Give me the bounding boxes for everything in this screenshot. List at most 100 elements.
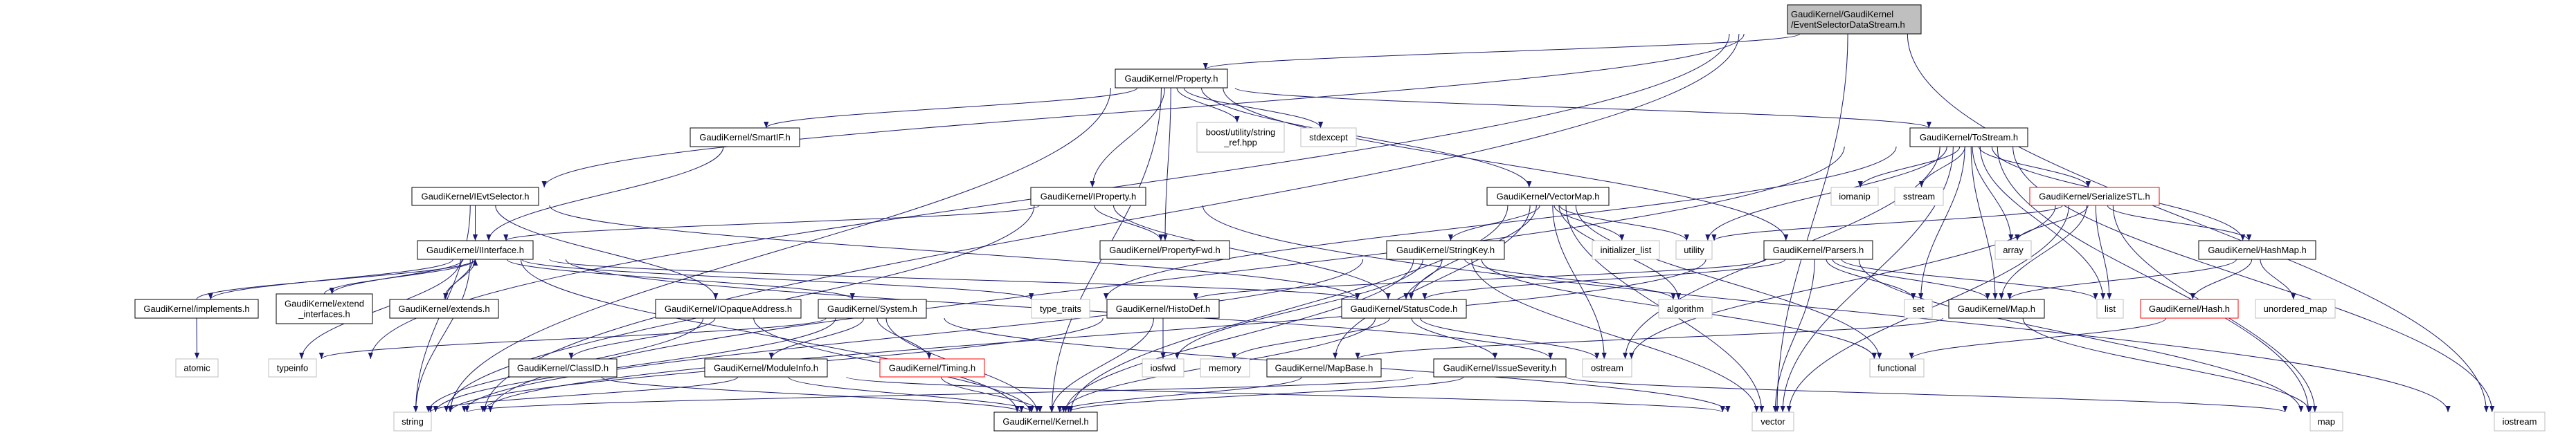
- node-label: algorithm: [1667, 304, 1704, 314]
- edge-stringkey-to-kernel: [1063, 259, 1414, 413]
- edge-parsers-to-set: [1826, 259, 1916, 300]
- node-statuscode[interactable]: GaudiKernel/StatusCode.h: [1341, 299, 1467, 319]
- edge-iinterface-to-statuscode: [549, 259, 1360, 300]
- node-parsers[interactable]: GaudiKernel/Parsers.h: [1763, 240, 1873, 260]
- node-label: type_traits: [1040, 304, 1081, 314]
- edge-property-to-string: [448, 87, 1111, 413]
- edge-system-to-string: [433, 317, 836, 413]
- node-label: memory: [1209, 363, 1241, 373]
- node-box: [2140, 299, 2239, 319]
- node-mapbase[interactable]: GaudiKernel/MapBase.h: [1266, 358, 1382, 378]
- nodes-layer: GaudiKernel/GaudiKernel/EventSelectorDat…: [134, 4, 2546, 432]
- edge-implements-to-iinterface: [196, 259, 478, 300]
- node-ievtselector[interactable]: GaudiKernel/IEvtSelector.h: [411, 187, 539, 206]
- node-box: [134, 299, 259, 319]
- node-label: GaudiKernel/SmartIF.h: [699, 132, 791, 142]
- edge-serializestl-to-utility: [1711, 205, 2063, 241]
- node-timing[interactable]: GaudiKernel/Timing.h: [879, 358, 985, 378]
- edge-tostream-to-sstream: [1919, 146, 1965, 188]
- node-box: [1142, 358, 1185, 378]
- edge-stringkey-to-statuscode: [1403, 259, 1443, 300]
- node-label: string: [402, 416, 424, 427]
- edge-vectormap-to-utility: [1559, 205, 1689, 241]
- node-iinterface[interactable]: GaudiKernel/IInterface.h: [417, 240, 534, 260]
- node-box: [1106, 299, 1220, 319]
- edge-property-to-boost: [1176, 87, 1240, 123]
- node-box: [393, 411, 432, 432]
- node-histodef[interactable]: GaudiKernel/HistoDef.h: [1106, 299, 1220, 319]
- node-hashmap[interactable]: GaudiKernel/HashMap.h: [2198, 240, 2316, 260]
- node-stringkey[interactable]: GaudiKernel/StringKey.h: [1386, 240, 1505, 260]
- node-label: GaudiKernel/ClassID.h: [517, 363, 609, 373]
- node-extend_interfaces[interactable]: GaudiKernel/extend_interfaces.h: [276, 293, 373, 324]
- node-propertyfwd[interactable]: GaudiKernel/PropertyFwd.h: [1099, 240, 1230, 260]
- node-implements[interactable]: GaudiKernel/implements.h: [134, 299, 259, 319]
- node-label: GaudiKernel/IEvtSelector.h: [421, 192, 529, 202]
- edge-stringkey-to-algorithm: [1464, 259, 1676, 300]
- node-label: GaudiKernel/extends.h: [398, 304, 489, 314]
- node-system[interactable]: GaudiKernel/System.h: [818, 299, 927, 319]
- edge-statuscode-to-issueseverity: [1411, 317, 1498, 360]
- node-label: GaudiKernel/IInterface.h: [426, 245, 524, 255]
- node-iproperty[interactable]: GaudiKernel/IProperty.h: [1030, 187, 1146, 206]
- node-serializestl[interactable]: GaudiKernel/SerializeSTL.h: [2029, 187, 2160, 206]
- node-iosfwd: iosfwd: [1142, 358, 1185, 378]
- node-kernel[interactable]: GaudiKernel/Kernel.h: [993, 411, 1098, 432]
- node-tostream[interactable]: GaudiKernel/ToStream.h: [1909, 127, 2028, 147]
- node-root[interactable]: GaudiKernel/GaudiKernel/EventSelectorDat…: [1787, 4, 1922, 35]
- edge-vectormap-to-mapbase: [1333, 205, 1531, 360]
- node-box: [508, 358, 618, 378]
- node-label: GaudiKernel/StringKey.h: [1396, 245, 1495, 255]
- edge-statuscode-to-memory: [1231, 317, 1390, 360]
- edge-root-to-ievtselector: [541, 33, 1745, 188]
- node-label: stdexcept: [1309, 132, 1348, 142]
- node-label: GaudiKernel/IOpaqueAddress.h: [665, 304, 792, 314]
- edge-extend_interfaces-to-iinterface: [324, 259, 478, 295]
- node-property[interactable]: GaudiKernel/Property.h: [1115, 68, 1228, 89]
- node-map: map: [2309, 411, 2343, 432]
- node-box: [276, 293, 373, 324]
- edge-property-to-propertyfwd: [1162, 87, 1171, 241]
- node-smartif[interactable]: GaudiKernel/SmartIF.h: [690, 127, 800, 147]
- node-extends[interactable]: GaudiKernel/extends.h: [389, 299, 499, 319]
- node-label: GaudiKernel/Property.h: [1125, 73, 1218, 84]
- node-label: GaudiKernel/VectorMap.h: [1497, 192, 1600, 202]
- edge-iinterface-to-type_traits: [521, 259, 1034, 300]
- edge-extends-to-iinterface: [444, 259, 478, 300]
- node-label: atomic: [183, 363, 210, 373]
- edge-root-to-iostream: [1907, 33, 2489, 413]
- node-classid[interactable]: GaudiKernel/ClassID.h: [508, 358, 618, 378]
- node-box: [1300, 127, 1357, 147]
- edge-property-to-tostream: [1234, 87, 1931, 129]
- node-label: utility: [1684, 245, 1704, 255]
- edge-property-to-parsers: [1223, 87, 1789, 241]
- node-typeinfo: typeinfo: [268, 358, 317, 378]
- edges-layer: [194, 33, 2495, 413]
- node-label: GaudiKernel/Kernel.h: [1002, 416, 1088, 427]
- node-label: GaudiKernel/Map.h: [1958, 304, 2035, 314]
- edge-parsers-to-vector: [1772, 259, 1815, 413]
- edge-classid-to-kernel: [601, 376, 1024, 413]
- edge-system-to-timing: [876, 317, 932, 360]
- node-boost: boost/utility/string_ref.hpp: [1196, 122, 1285, 153]
- edge-stringkey-to-vector: [1471, 259, 1759, 413]
- node-box: [1115, 68, 1228, 89]
- node-box: [1031, 299, 1090, 319]
- edge-issueseverity-to-map: [1565, 376, 2287, 413]
- node-iopaqueaddress[interactable]: GaudiKernel/IOpaqueAddress.h: [655, 299, 802, 319]
- edge-parsers-to-histodef: [1194, 259, 1767, 300]
- edge-tostream-to-serializestl: [1979, 146, 2091, 188]
- node-box: [1830, 187, 1879, 206]
- edge-stringkey-to-iosfwd: [1174, 259, 1423, 360]
- node-atomic: atomic: [175, 358, 219, 378]
- edge-hashmap-to-map_h: [2007, 259, 2237, 300]
- node-hash[interactable]: GaudiKernel/Hash.h: [2140, 299, 2239, 319]
- node-box: [704, 358, 828, 378]
- node-box: [993, 411, 1098, 432]
- node-vectormap[interactable]: GaudiKernel/VectorMap.h: [1486, 187, 1610, 206]
- node-issueseverity[interactable]: GaudiKernel/IssueSeverity.h: [1433, 358, 1567, 378]
- node-moduleinfo[interactable]: GaudiKernel/ModuleInfo.h: [704, 358, 828, 378]
- edge-iproperty-to-iostream: [1202, 205, 2451, 413]
- node-map_h[interactable]: GaudiKernel/Map.h: [1948, 299, 2045, 319]
